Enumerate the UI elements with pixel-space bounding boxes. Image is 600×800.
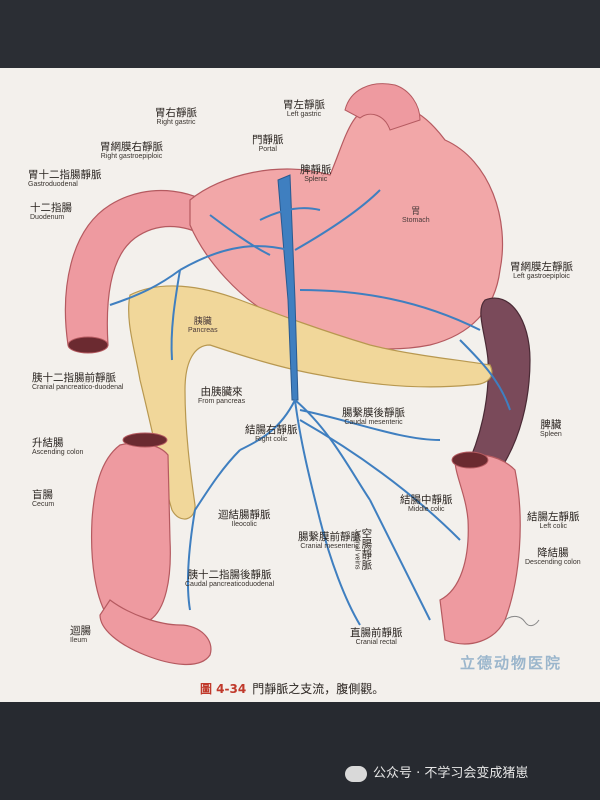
portal-vein [277, 174, 299, 401]
signature-mark [504, 615, 540, 627]
figure-number: 圖 4-34 [200, 682, 247, 696]
footer-text: 公众号 · 不学习会变成猪崽 [373, 766, 529, 781]
vein-branches [109, 189, 511, 626]
footer-attribution: 公众号 · 不学习会变成猪崽 [345, 762, 528, 782]
caption-text: 門靜脈之支流，腹側觀。 [252, 682, 385, 696]
ascending-colon-lumen [122, 432, 168, 448]
wechat-icon [345, 765, 367, 782]
ascending-colon-shape [91, 442, 171, 621]
background-top [0, 0, 600, 70]
duodenum-lumen [67, 336, 109, 354]
watermark: 立德动物医院 [460, 654, 563, 672]
descending-colon-shape [439, 454, 521, 645]
descending-colon-lumen [451, 451, 489, 469]
ileum-shape [99, 599, 212, 666]
anatomy-illustration [64, 83, 540, 666]
esophagus-shape [344, 83, 421, 131]
figure-caption: 圖 4-34 門靜脈之支流，腹側觀。 [200, 680, 384, 697]
